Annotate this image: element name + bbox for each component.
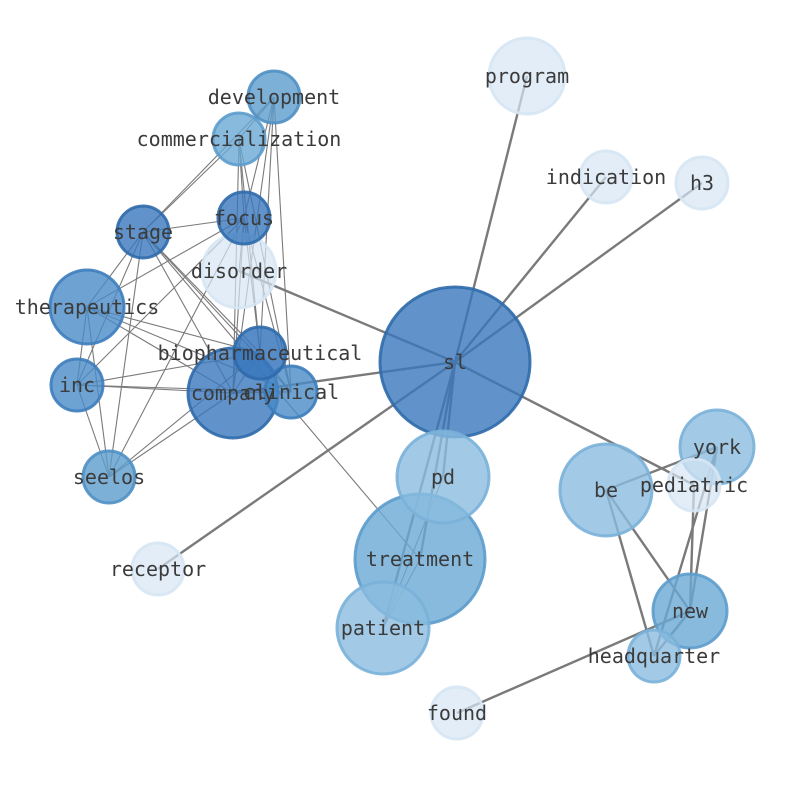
node-label-pd: pd <box>431 465 455 489</box>
node-new <box>651 572 729 650</box>
node-label-york: york <box>693 435 741 459</box>
node-label-therapeutics: therapeutics <box>15 295 160 319</box>
node-stage <box>115 204 171 260</box>
label-layer: sl treatment pd patient be york new pediatric he… <box>15 64 748 725</box>
node-label-found: found <box>427 701 487 725</box>
node-receptor <box>130 541 186 597</box>
node-label-headquarter: headquarter <box>588 644 720 668</box>
node-headquarter <box>626 628 682 684</box>
edge-new-found <box>456 609 691 715</box>
node-h3 <box>674 155 730 211</box>
node-pd <box>395 429 491 525</box>
edge-seelos-stage <box>108 231 144 478</box>
node-development <box>246 69 302 125</box>
node-label-pediatric: pediatric <box>640 473 748 497</box>
node-biopharmaceutical <box>232 325 288 381</box>
node-label-patient: patient <box>341 616 425 640</box>
node-label-stage: stage <box>113 220 173 244</box>
node-label-be: be <box>594 478 618 502</box>
node-label-development: development <box>208 85 340 109</box>
node-found <box>429 685 485 741</box>
node-patient <box>335 580 431 676</box>
node-indication <box>578 149 634 205</box>
node-label-new: new <box>672 599 709 623</box>
edge-clinical-development <box>273 96 292 393</box>
node-seelos <box>81 449 137 505</box>
node-label-biopharmaceutical: biopharmaceutical <box>158 341 363 365</box>
node-therapeutics <box>48 268 126 346</box>
node-be <box>558 442 654 538</box>
node-inc <box>49 357 105 413</box>
node-label-program: program <box>485 64 569 88</box>
node-label-focus: focus <box>214 206 274 230</box>
node-label-treatment: treatment <box>366 547 474 571</box>
edge-biopharmaceutical-stage <box>142 231 261 354</box>
node-label-receptor: receptor <box>110 557 206 581</box>
node-label-sl: sl <box>443 350 467 374</box>
node-label-inc: inc <box>59 373 95 397</box>
node-label-seelos: seelos <box>73 465 145 489</box>
node-label-clinical: clinical <box>243 380 339 404</box>
node-label-disorder: disorder <box>191 259 287 283</box>
node-label-company: company <box>191 381 275 405</box>
node-pediatric <box>666 457 722 513</box>
node-label-h3: h3 <box>690 171 714 195</box>
node-label-indication: indication <box>546 165 666 189</box>
node-focus <box>216 190 272 246</box>
node-commercialization <box>211 111 267 167</box>
node-clinical <box>263 364 319 420</box>
node-layer <box>48 36 756 741</box>
node-label-commercialization: commercialization <box>137 127 342 151</box>
node-program <box>487 36 567 116</box>
